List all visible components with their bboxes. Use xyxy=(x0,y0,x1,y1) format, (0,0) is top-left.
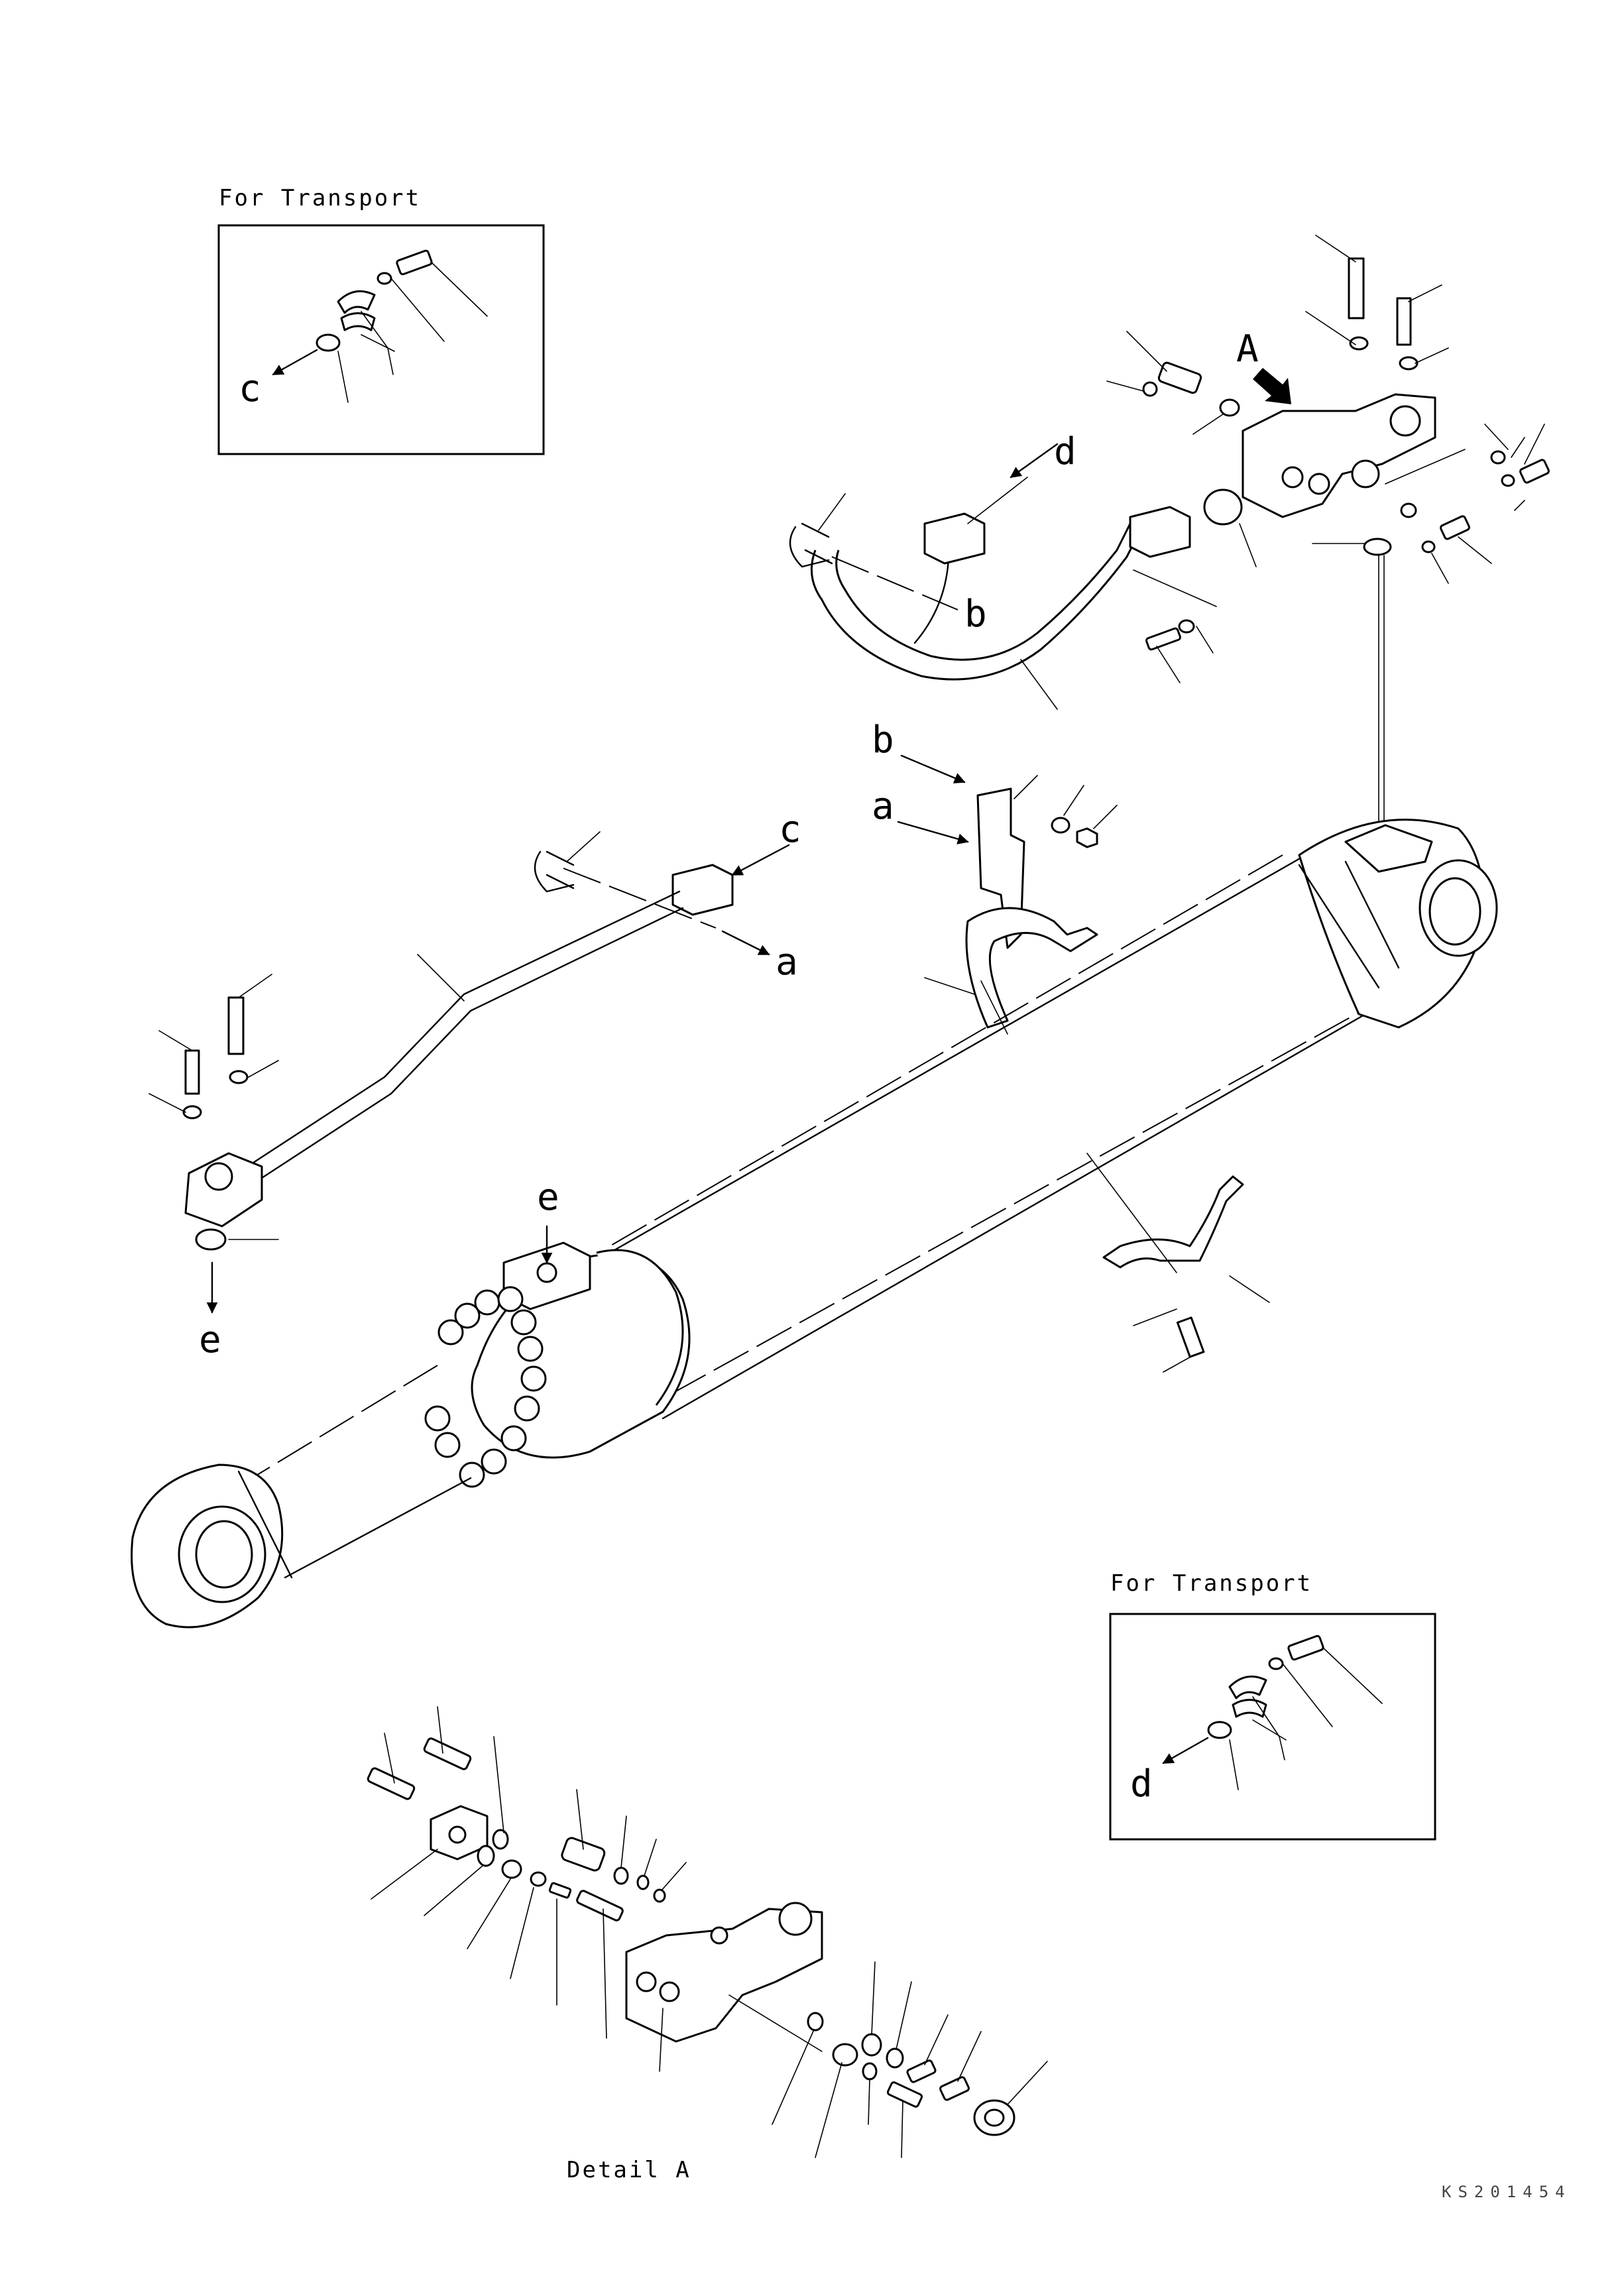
gland-bolts xyxy=(424,1286,547,1488)
label-c-pipe: c xyxy=(779,808,801,851)
hydraulic-cylinder xyxy=(131,819,1498,1629)
label-a-pipe: a xyxy=(776,941,798,984)
label-d-upper: d xyxy=(1054,430,1076,473)
label-e-upper: e xyxy=(537,1176,559,1219)
transport-frame-bottom xyxy=(1109,1613,1436,1841)
transport-clamp-parts-top xyxy=(272,249,488,403)
transport-box-bottom: For Transport d xyxy=(1109,1570,1436,1841)
transport-box-top: For Transport c xyxy=(217,185,545,455)
label-e-lower: e xyxy=(199,1318,221,1361)
pipe-c-group xyxy=(148,831,790,1314)
drawing-code: KS201454 xyxy=(1442,2183,1572,2201)
bracket-group xyxy=(897,754,1118,1035)
bolt-left-2 xyxy=(184,1049,200,1095)
transport-letter-c: c xyxy=(239,367,261,410)
bolt-1 xyxy=(1348,257,1365,319)
transport-frame-top xyxy=(217,224,545,455)
transport-letter-d: d xyxy=(1130,1762,1153,1806)
label-A: A xyxy=(1236,327,1259,371)
flange-d xyxy=(923,512,986,565)
flange-pipe-end xyxy=(1129,506,1191,558)
valve-block-group: A xyxy=(1106,235,1550,823)
detail-caption: Detail A xyxy=(567,2157,691,2183)
label-b-upper: b xyxy=(964,593,987,636)
label-b-bracket: b xyxy=(872,718,894,762)
view-arrow-A xyxy=(1253,368,1291,404)
transport-clamp-parts-bottom xyxy=(1162,1635,1383,1790)
flange-c xyxy=(671,864,734,916)
bolt-left-1 xyxy=(227,996,245,1055)
label-a-bracket: a xyxy=(872,785,894,828)
pipe-d-group xyxy=(789,443,1217,710)
bolt-2 xyxy=(1396,297,1412,346)
transport-caption-bottom: For Transport xyxy=(1110,1570,1312,1597)
detail-a-group xyxy=(367,1706,1048,2158)
transport-caption-top: For Transport xyxy=(219,185,421,211)
